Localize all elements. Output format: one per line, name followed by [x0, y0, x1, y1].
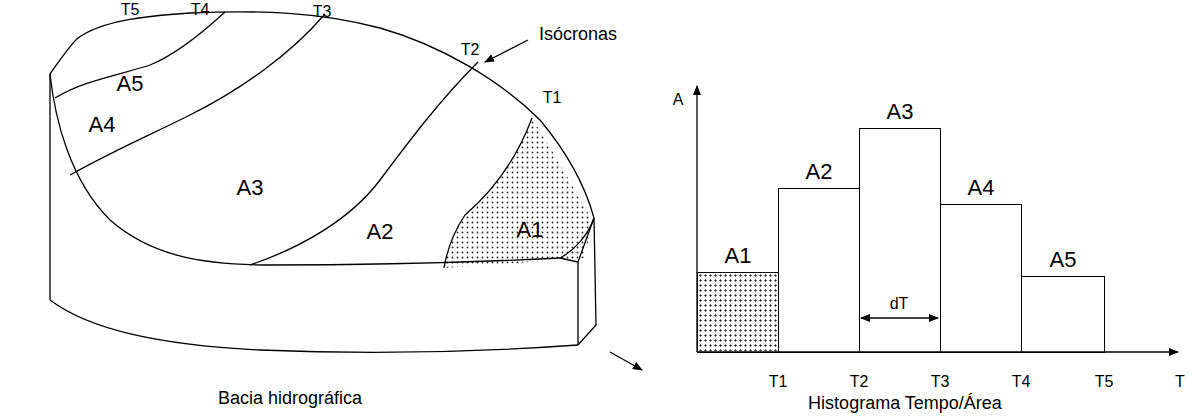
isochrone-time: T1	[543, 90, 562, 106]
histogram-bar: A2	[778, 188, 860, 353]
area-label: A4	[89, 114, 116, 136]
area-label: A5	[117, 73, 144, 95]
dimension-label: dT	[890, 296, 909, 312]
isochrone-time: T5	[121, 2, 140, 18]
axis-label: A	[673, 92, 684, 108]
area-label: A3	[237, 177, 264, 199]
bar-label: A4	[968, 177, 995, 199]
histogram-bar: A3	[859, 128, 941, 353]
time-tick: T5	[1095, 374, 1114, 390]
isochrone-time: T3	[313, 4, 332, 20]
bar-label: A2	[806, 161, 833, 183]
callout-label: Isócronas	[539, 25, 617, 43]
axis-label: T	[1175, 374, 1185, 390]
time-tick: T2	[850, 374, 869, 390]
histogram-bar: A1	[697, 272, 779, 353]
time-tick: T1	[769, 374, 788, 390]
figure-caption: Histograma Tempo/Área	[808, 394, 1002, 412]
isochrone-time: T4	[191, 2, 210, 18]
isochrone-time: T2	[461, 42, 480, 58]
bar-label: A3	[887, 101, 914, 123]
time-tick: T3	[931, 374, 950, 390]
bar-label: A5	[1050, 249, 1077, 271]
area-label: A2	[367, 221, 394, 243]
area-label: A1	[517, 219, 544, 241]
histogram-bar: A5	[1021, 276, 1105, 353]
figure-caption: Bacia hidrográfica	[218, 389, 362, 407]
histogram-bar: A4	[940, 204, 1022, 353]
time-tick: T4	[1012, 374, 1031, 390]
bar-label: A1	[725, 245, 752, 267]
